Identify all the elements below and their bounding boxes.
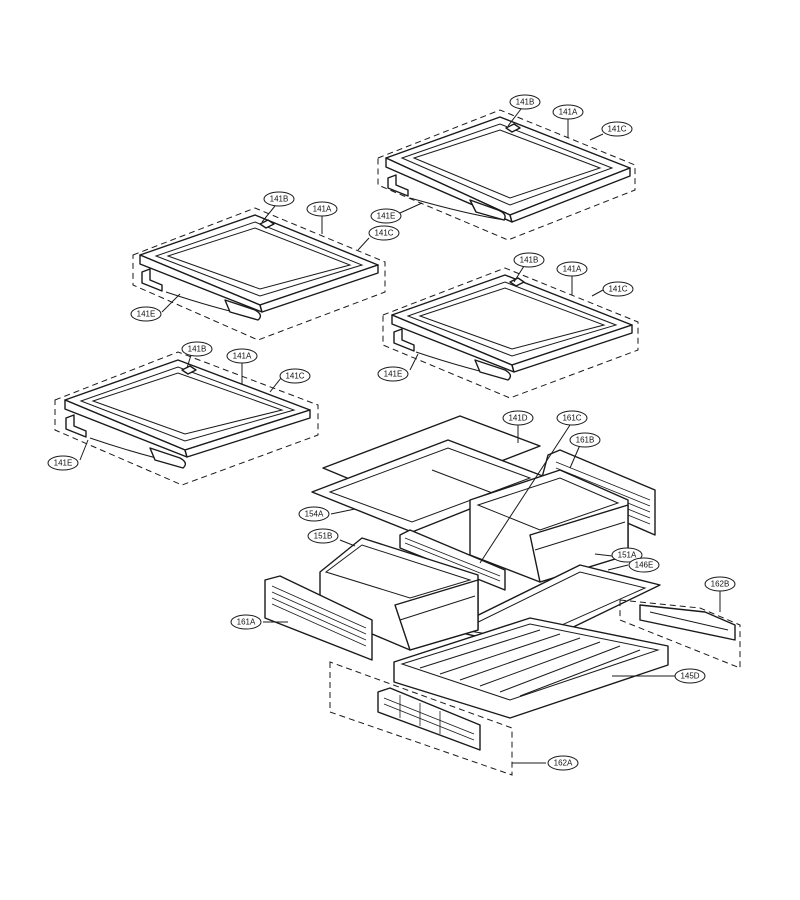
callout-141a-mid-left: 141A <box>306 201 338 217</box>
callout-141e-mid-left: 141E <box>130 306 162 322</box>
callout-151b: 151B <box>307 528 339 544</box>
callout-141b-lower-left: 141B <box>181 341 213 357</box>
svg-text:141A: 141A <box>233 352 252 361</box>
svg-text:162A: 162A <box>554 759 573 768</box>
shelf-assembly-top-right <box>377 109 636 241</box>
callout-141a-mid-right: 141A <box>556 261 588 277</box>
crisper-bottom-tray <box>393 617 669 719</box>
crisper-rail-center <box>399 529 506 591</box>
crisper-bracket-left <box>377 687 481 751</box>
callout-154a: 154A <box>298 506 330 522</box>
callout-141a-top-right: 141A <box>552 104 584 120</box>
callout-161a: 161A <box>230 614 262 630</box>
callout-151a: 151A <box>611 547 643 563</box>
svg-text:141E: 141E <box>54 459 73 468</box>
callout-141d: 141D <box>502 410 534 426</box>
callout-141c-mid-left: 141C <box>368 225 400 241</box>
callout-141e-top-right: 141E <box>370 208 402 224</box>
svg-text:141B: 141B <box>516 98 535 107</box>
callout-162a: 162A <box>547 755 579 771</box>
shelf-assembly-lower-left <box>54 351 319 486</box>
svg-text:141E: 141E <box>377 212 396 221</box>
svg-text:154A: 154A <box>305 510 324 519</box>
callout-141b-mid-right: 141B <box>513 252 545 268</box>
svg-text:161A: 161A <box>237 618 256 627</box>
svg-text:151A: 151A <box>618 551 637 560</box>
svg-text:151B: 151B <box>314 532 333 541</box>
svg-text:141D: 141D <box>508 414 527 423</box>
shelf-assembly-mid-left <box>132 207 386 341</box>
callout-141e-lower-left: 141E <box>47 455 79 471</box>
svg-text:141B: 141B <box>520 256 539 265</box>
svg-text:162B: 162B <box>711 580 730 589</box>
svg-text:141B: 141B <box>270 195 289 204</box>
callout-161b: 161B <box>569 432 601 448</box>
crisper-assembly <box>264 415 741 776</box>
callout-141c-lower-left: 141C <box>279 368 311 384</box>
svg-text:141E: 141E <box>384 370 403 379</box>
leader-lines <box>79 108 721 764</box>
crisper-rail-cover-right <box>619 599 741 669</box>
callout-141a-lower-left: 141A <box>226 348 258 364</box>
svg-text:141A: 141A <box>563 265 582 274</box>
callouts: 141B 141A 141C 141E 141B 141A 141C <box>47 94 736 771</box>
callout-141b-mid-left: 141B <box>263 191 295 207</box>
callout-141c-top-right: 141C <box>601 121 633 137</box>
svg-text:141A: 141A <box>313 205 332 214</box>
svg-text:146E: 146E <box>635 561 654 570</box>
crisper-rail-left <box>264 575 373 661</box>
svg-text:141C: 141C <box>607 125 626 134</box>
callout-162b: 162B <box>704 576 736 592</box>
callout-146e: 146E <box>628 557 660 573</box>
svg-text:141C: 141C <box>374 229 393 238</box>
callout-161c: 161C <box>556 410 588 426</box>
svg-text:161C: 161C <box>562 414 581 423</box>
shelf-assembly-mid-right <box>382 267 639 399</box>
callout-141c-mid-right: 141C <box>602 281 634 297</box>
svg-text:145D: 145D <box>680 672 699 681</box>
svg-text:141B: 141B <box>188 345 207 354</box>
callout-141b-top-right: 141B <box>509 94 541 110</box>
svg-text:141E: 141E <box>137 310 156 319</box>
callout-145d: 145D <box>674 668 706 684</box>
svg-text:161B: 161B <box>576 436 595 445</box>
svg-text:141C: 141C <box>285 372 304 381</box>
svg-text:141C: 141C <box>608 285 627 294</box>
svg-text:141A: 141A <box>559 108 578 117</box>
callout-141e-mid-right: 141E <box>377 366 409 382</box>
